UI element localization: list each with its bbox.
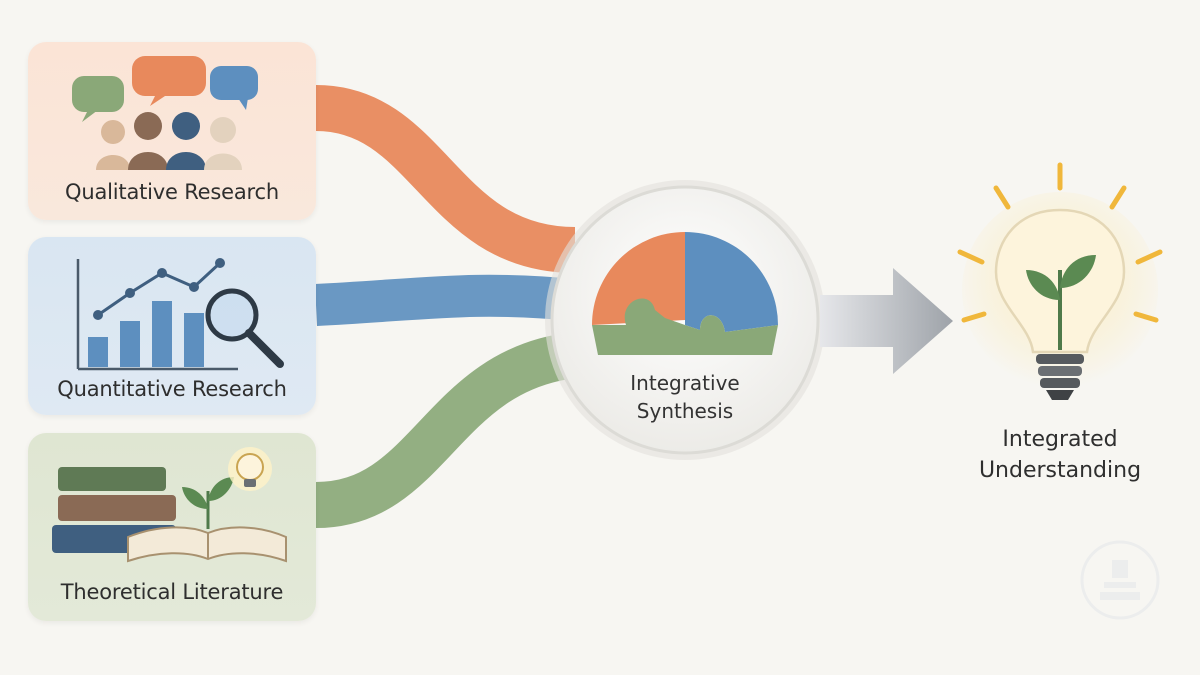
bar-chart-icon [76,258,238,371]
magnifier-icon [205,288,284,368]
lightbulb-icon [957,162,1163,400]
people-icon [96,112,242,170]
watermark-seal-icon [1080,540,1160,620]
books-icon [52,467,287,563]
qualitative-research-label: Qualitative Research [65,180,279,204]
qualitative-flow-ribbon [314,85,576,273]
outcome-label-line1: Integrated [1002,427,1118,452]
synthesis-hub [545,180,825,460]
puzzle-icon [592,232,778,355]
arrow-icon [820,268,953,374]
theoretical-literature-label: Theoretical Literature [60,580,284,604]
qualitative-research-panel: Qualitative Research [28,42,316,220]
theoretical-illustration [52,447,287,563]
quantitative-flow-ribbon [314,274,577,326]
hub-label-line1: Integrative [630,371,740,395]
outcome-label-line2: Understanding [978,458,1142,483]
sprout-icon [182,477,234,529]
quantitative-research-label: Quantitative Research [57,377,287,401]
quantitative-illustration [76,258,284,371]
speech-bubble-icon [72,56,258,122]
outcome-label: Integrated Understanding [940,424,1180,486]
hub-label-line2: Synthesis [636,399,734,423]
qualitative-illustration [72,56,258,170]
lightbulb-icon [228,447,272,491]
quantitative-research-panel: Quantitative Research [28,237,316,415]
theoretical-flow-ribbon [314,332,579,528]
hub-label: Integrative Synthesis [560,369,810,425]
theoretical-literature-panel: Theoretical Literature [28,433,316,621]
sprout-icon [1026,255,1096,350]
